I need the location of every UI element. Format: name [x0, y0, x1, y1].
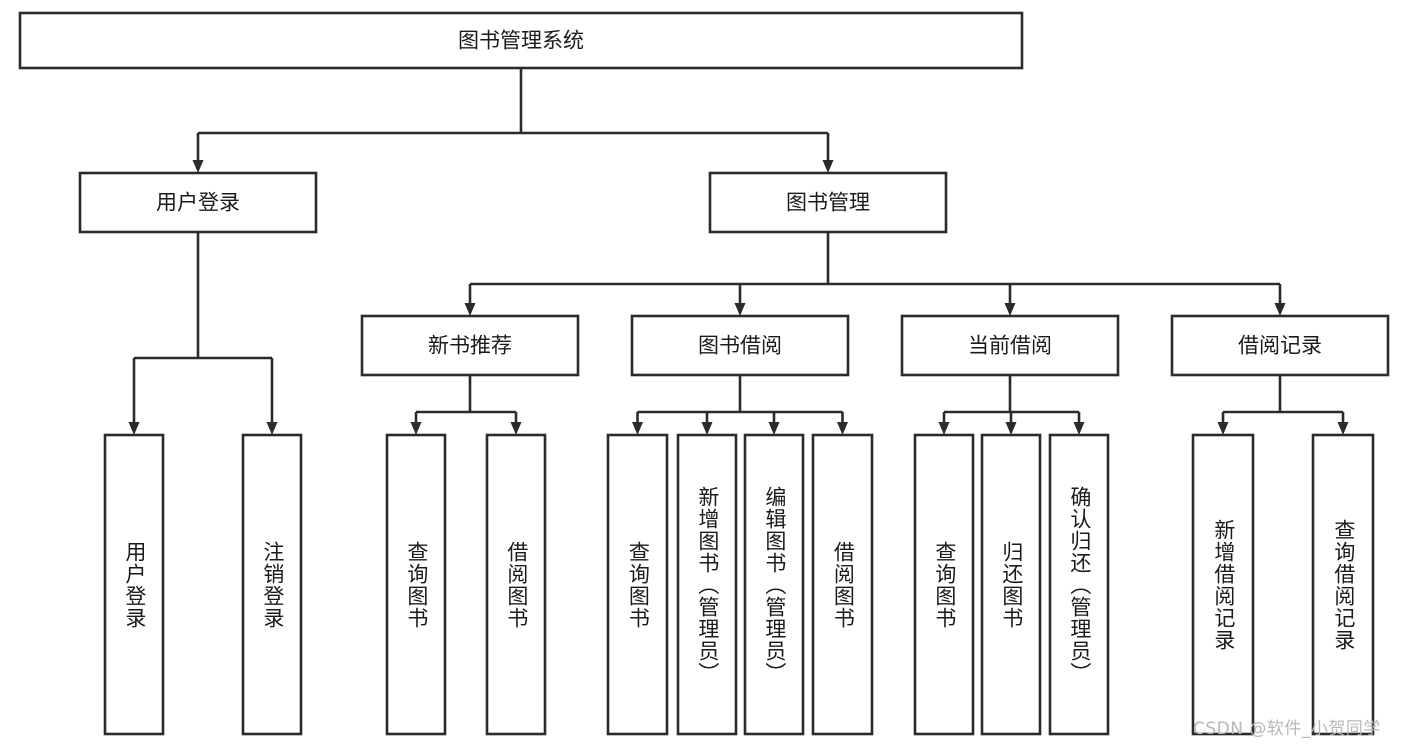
node-root[interactable]: [18, 11, 1024, 70]
node-borrow-record[interactable]: [1170, 314, 1390, 377]
node-leaf-query-book-2[interactable]: [606, 433, 669, 736]
arrow-head-icon: [1274, 303, 1286, 316]
node-leaf-borrow-book-1[interactable]: [485, 433, 547, 736]
arrow-head-icon: [192, 160, 204, 173]
node-label-borrow-record: 借阅记录: [1238, 334, 1322, 358]
node-book-borrow[interactable]: [630, 314, 850, 377]
arrow-head-icon: [1005, 422, 1017, 435]
connector-from-new-book-recommend: [410, 375, 522, 435]
node-leaf-return-book[interactable]: [980, 433, 1042, 736]
node-leaf-query-book-1[interactable]: [385, 433, 447, 736]
connector-from-current-borrow: [938, 375, 1085, 435]
csdn-watermark: CSDN @软件_小贺同学: [1193, 719, 1381, 739]
node-leaf-query-book-3[interactable]: [913, 433, 975, 736]
arrow-head-icon: [1073, 422, 1085, 435]
node-label-user-login: 用户登录: [156, 191, 240, 215]
node-label-book-borrow: 图书借阅: [698, 334, 782, 358]
connector-layer: [128, 68, 1349, 435]
node-label-current-borrow: 当前借阅: [968, 334, 1052, 358]
arrow-head-icon: [938, 422, 950, 435]
node-leaf-logout[interactable]: [241, 433, 303, 736]
node-leaf-user-login[interactable]: [103, 433, 165, 736]
arrow-head-icon: [701, 422, 713, 435]
node-label-new-book-recommend: 新书推荐: [428, 334, 512, 358]
node-leaf-add-book[interactable]: [676, 433, 738, 736]
arrow-head-icon: [410, 422, 422, 435]
node-new-book-recommend[interactable]: [360, 314, 580, 377]
connector-from-borrow-record: [1217, 375, 1349, 435]
arrow-head-icon: [734, 303, 746, 316]
node-leaf-add-record[interactable]: [1191, 433, 1255, 736]
arrow-head-icon: [1004, 303, 1016, 316]
connector-from-book-manage: [464, 232, 1286, 316]
connector-from-user-login: [128, 232, 278, 435]
arrow-head-icon: [510, 422, 522, 435]
arrow-head-icon: [464, 303, 476, 316]
node-user-login[interactable]: [78, 171, 318, 234]
arrow-head-icon: [632, 422, 643, 435]
node-leaf-confirm-return[interactable]: [1048, 433, 1110, 736]
arrow-head-icon: [266, 422, 278, 435]
connector-from-book-borrow: [632, 375, 848, 435]
arrow-head-icon: [128, 422, 140, 435]
connector-from-root: [192, 68, 834, 173]
node-book-manage[interactable]: [708, 171, 948, 234]
arrow-head-icon: [1217, 422, 1229, 435]
arrow-head-icon: [768, 422, 780, 435]
node-label-book-manage: 图书管理: [786, 191, 870, 215]
arrow-head-icon: [822, 160, 834, 173]
node-leaf-borrow-book-2[interactable]: [811, 433, 874, 736]
node-leaf-query-record[interactable]: [1311, 433, 1375, 736]
node-current-borrow[interactable]: [900, 314, 1120, 377]
arrow-head-icon: [1337, 422, 1349, 435]
node-label-root: 图书管理系统: [458, 29, 584, 53]
arrow-head-icon: [837, 422, 848, 435]
node-leaf-edit-book[interactable]: [743, 433, 805, 736]
